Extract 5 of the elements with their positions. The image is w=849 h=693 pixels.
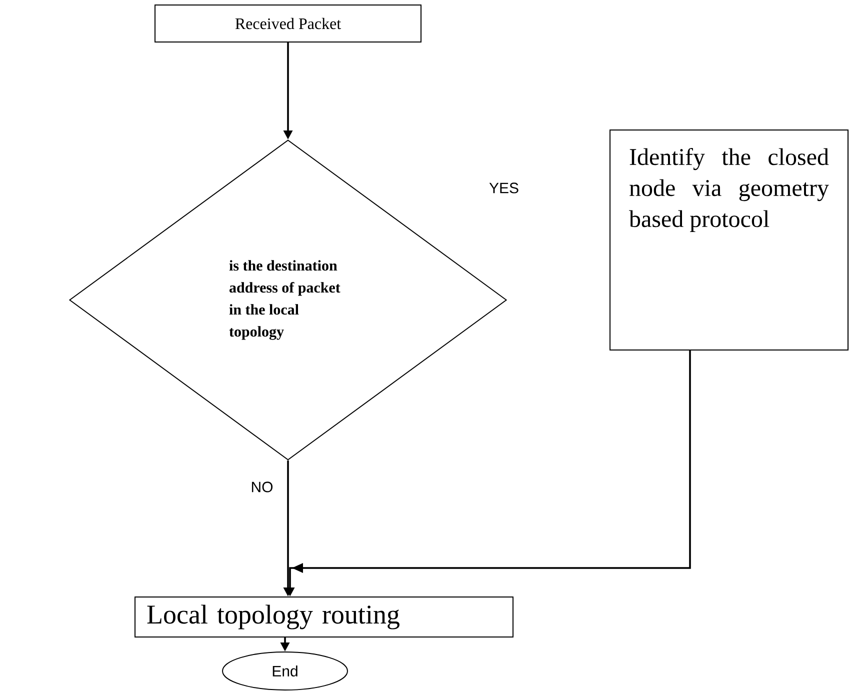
edge-label: NO [250, 480, 274, 494]
branch-label: YES [489, 182, 518, 194]
process-box: Received Packet [154, 4, 422, 42]
process-box: Local topology routing [134, 596, 514, 638]
process-box: Identify the closed node via geometry based protocol [610, 130, 848, 350]
